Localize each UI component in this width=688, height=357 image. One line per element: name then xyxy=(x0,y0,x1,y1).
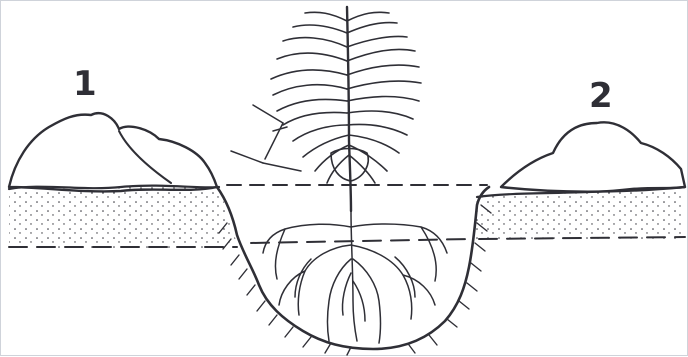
right-soil-pile-2 xyxy=(501,122,685,191)
left-soil-pile-1 xyxy=(9,113,217,191)
left-pile-label: 1 xyxy=(73,67,97,101)
middle-lower-dashed-line xyxy=(251,239,471,243)
left-topsoil-layer xyxy=(9,186,241,249)
seedling-needles xyxy=(271,12,421,183)
right-pile-label: 2 xyxy=(589,79,613,113)
planting-tool xyxy=(231,105,301,171)
